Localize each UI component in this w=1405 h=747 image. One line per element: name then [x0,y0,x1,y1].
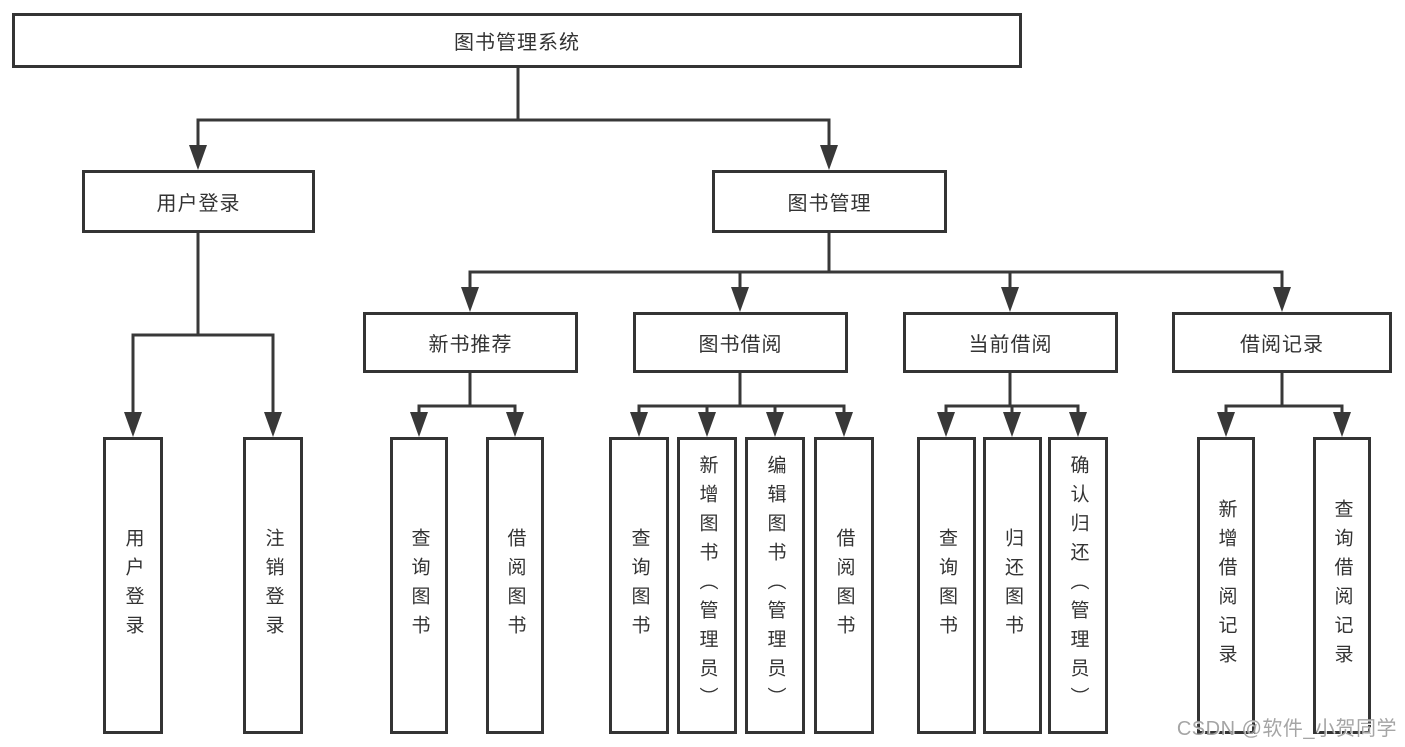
leaf-edit-book-admin-label: 编辑图书（管理员） [764,455,786,716]
leaf-confirm-return-admin: 确认归还（管理员） [1048,437,1108,734]
node-borrow-record-label: 借阅记录 [1240,334,1324,356]
leaf-return-book: 归还图书 [983,437,1042,734]
node-borrow-record: 借阅记录 [1172,312,1392,373]
leaf-borrow-book-recommend: 借阅图书 [486,437,544,734]
arrow-down-icon [1001,287,1019,312]
node-book-management: 图书管理 [712,170,947,233]
leaf-query-book-current: 查询图书 [917,437,976,734]
leaf-query-book-current-label: 查询图书 [936,527,957,644]
connector-borrowrecord-split [1224,404,1344,413]
node-root-label: 图书管理系统 [454,32,580,54]
leaf-edit-book-admin: 编辑图书（管理员） [745,437,805,734]
node-book-management-label: 图书管理 [787,193,872,215]
leaf-confirm-return-admin-label: 确认归还（管理员） [1067,455,1089,716]
leaf-query-borrow-record-label: 查询借阅记录 [1331,498,1353,673]
arrow-down-icon [630,412,648,437]
leaf-query-book-recommend: 查询图书 [390,437,448,734]
connector-level3-split [468,270,1284,288]
leaf-query-borrow-record: 查询借阅记录 [1313,437,1371,734]
arrow-down-icon [189,145,207,170]
leaf-add-borrow-record-label: 新增借阅记录 [1215,498,1237,673]
connector-bookborrow-split [637,404,846,413]
arrow-down-icon [506,412,524,437]
connector-userlogin-split [131,333,275,413]
node-current-borrow: 当前借阅 [903,312,1118,373]
arrow-down-icon [124,412,142,437]
leaf-logout: 注销登录 [243,437,303,734]
csdn-watermark: CSDN @软件_小贺同学 [1176,718,1397,740]
leaf-add-book-admin: 新增图书（管理员） [677,437,737,734]
arrow-down-icon [1273,287,1291,312]
leaf-borrow-book-label: 借阅图书 [833,527,855,644]
leaf-query-book-recommend-label: 查询图书 [408,527,430,644]
arrow-down-icon [1069,412,1087,437]
node-user-login-label: 用户登录 [156,193,241,215]
leaf-add-borrow-record: 新增借阅记录 [1197,437,1255,734]
leaf-user-login-label: 用户登录 [122,527,144,644]
leaf-logout-label: 注销登录 [262,527,284,644]
arrow-down-icon [766,412,784,437]
leaf-query-book-borrow: 查询图书 [609,437,669,734]
node-book-borrow: 图书借阅 [633,312,848,373]
connector-level2-split [196,118,831,146]
leaf-query-book-borrow-label: 查询图书 [628,527,650,644]
leaf-return-book-label: 归还图书 [1002,527,1023,644]
leaf-borrow-book-recommend-label: 借阅图书 [504,527,526,644]
arrow-down-icon [937,412,955,437]
arrow-down-icon [461,287,479,312]
arrow-down-icon [264,412,282,437]
node-current-borrow-label: 当前借阅 [968,334,1053,356]
node-book-borrow-label: 图书借阅 [698,334,783,356]
node-user-login: 用户登录 [82,170,315,233]
arrow-down-icon [820,145,838,170]
leaf-add-book-admin-label: 新增图书（管理员） [696,455,718,716]
node-new-book-recommend: 新书推荐 [363,312,578,373]
leaf-borrow-book: 借阅图书 [814,437,874,734]
arrow-down-icon [1003,412,1021,437]
arrow-down-icon [410,412,428,437]
arrow-down-icon [1217,412,1235,437]
arrow-down-icon [698,412,716,437]
arrow-down-icon [731,287,749,312]
leaf-user-login: 用户登录 [103,437,163,734]
connector-newbook-split [417,404,517,413]
arrow-down-icon [835,412,853,437]
node-root: 图书管理系统 [12,13,1022,68]
arrow-down-icon [1333,412,1351,437]
node-new-book-recommend-label: 新书推荐 [428,334,513,356]
